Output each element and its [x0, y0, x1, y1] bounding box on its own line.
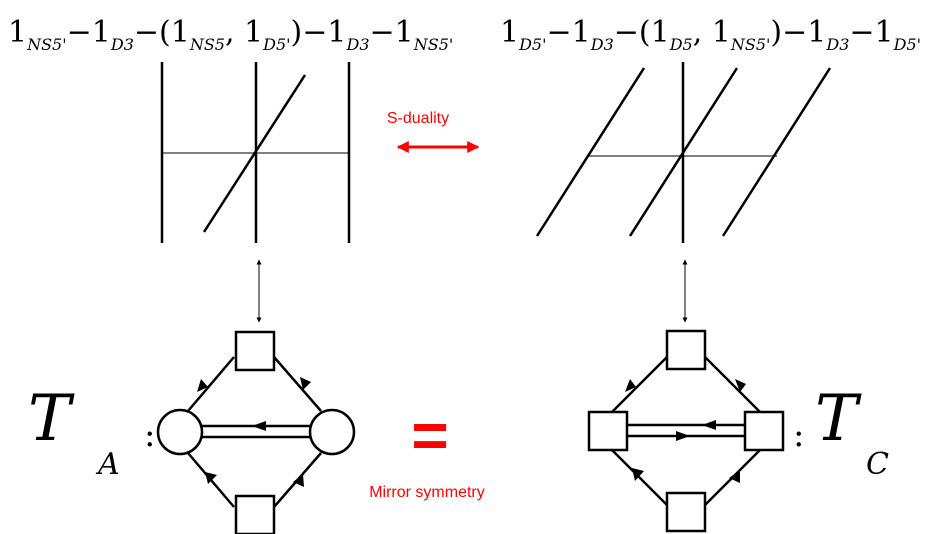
formula-number: 1	[395, 15, 414, 50]
d5-prime-brane	[202, 74, 307, 233]
theory-colon: :	[793, 415, 804, 455]
configuration-formula: 1D5'​−1D3​−(1D5​, 1NS5'​)−1D3​−1D5'​	[500, 15, 921, 54]
formula-number: 1	[572, 15, 591, 50]
formula-operator: −(	[614, 15, 651, 50]
quiver-left	[156, 330, 356, 534]
formula-number: 1	[244, 15, 263, 50]
edge-arrowhead	[205, 472, 217, 484]
edge-left-to-top	[187, 356, 235, 412]
left-brane-configuration: 1NS5'​−1D3​−(1NS5​, 1D5'​)−1D3​−1NS5'​	[8, 15, 453, 54]
formula-number: 1	[875, 15, 894, 50]
formula-number: 1	[712, 15, 731, 50]
formula-operator: −	[370, 15, 395, 50]
bifund-arrow-left	[702, 420, 716, 430]
formula-number: 1	[8, 15, 27, 50]
edge-arrowhead	[197, 379, 208, 392]
brane-subscript: NS5	[189, 35, 225, 54]
edge-arrowhead	[735, 379, 746, 392]
d5-prime-brane-left	[535, 67, 646, 237]
d5-brane-center	[628, 67, 739, 237]
brane-subscript: NS5'	[730, 35, 771, 54]
edge-arrowhead	[625, 379, 636, 392]
formula-number: 1	[651, 15, 670, 50]
brane-subscript: D5'	[893, 35, 921, 54]
brane-subscript: NS5'	[413, 35, 454, 54]
mirror-symmetry-label: Mirror symmetry	[369, 484, 485, 501]
s-duality-label: S-duality	[387, 110, 449, 127]
gauge-node-right	[743, 410, 785, 452]
gauge-node-left	[587, 410, 629, 452]
brane-subscript: D3	[110, 35, 134, 54]
brane-subscript: D5'	[518, 35, 546, 54]
brane-subscript: D3	[590, 35, 614, 54]
theory-colon: :	[144, 415, 155, 455]
brane-subscript: D5'	[262, 35, 290, 54]
right-brane-diagram	[535, 62, 832, 243]
formula-operator: )−	[770, 15, 807, 50]
edge-top-to-right	[273, 356, 322, 412]
brane-subscript: NS5'	[26, 35, 67, 54]
formula-operator: ,	[225, 15, 244, 50]
formula-operator: −	[849, 15, 874, 50]
flavor-node-bottom	[665, 491, 707, 533]
theory-label-right: : T C	[793, 382, 889, 482]
formula-number: 1	[171, 15, 190, 50]
formula-number: 1	[92, 15, 111, 50]
formula-operator: −(	[134, 15, 171, 50]
gauge-node-left	[156, 408, 204, 456]
edge-arrowhead	[300, 377, 311, 390]
theory-subscript: A	[95, 447, 120, 482]
bifund-arrow-left	[252, 421, 266, 431]
brane-subscript: D3	[825, 35, 849, 54]
flavor-node-top	[234, 330, 276, 372]
formula-operator: ,	[693, 15, 712, 50]
formula-number: 1	[327, 15, 346, 50]
edge-top-to-right	[704, 356, 761, 413]
edge-arrowhead	[293, 474, 304, 487]
gauge-node-right	[308, 408, 356, 456]
theory-subscript: C	[866, 447, 889, 482]
flavor-node-bottom	[234, 494, 276, 534]
theory-label-left: T A :	[28, 382, 155, 482]
edge-left-to-top	[611, 356, 668, 413]
formula-operator: )−	[291, 15, 328, 50]
formula-operator: −	[547, 15, 572, 50]
formula-number: 1	[500, 15, 519, 50]
configuration-formula: 1NS5'​−1D3​−(1NS5​, 1D5'​)−1D3​−1NS5'​	[8, 15, 453, 54]
formula-operator: −	[67, 15, 92, 50]
theory-symbol: T	[815, 382, 862, 456]
d5-prime-brane-right	[721, 67, 832, 237]
theory-symbol: T	[28, 382, 75, 456]
flavor-node-top	[665, 329, 707, 371]
formula-number: 1	[807, 15, 826, 50]
right-brane-configuration: 1D5'​−1D3​−(1D5​, 1NS5'​)−1D3​−1D5'​	[500, 15, 921, 54]
brane-subscript: D5	[669, 35, 693, 54]
brane-subscript: D3	[345, 35, 369, 54]
edge-arrowhead	[729, 470, 740, 483]
quiver-right	[587, 329, 785, 533]
left-brane-diagram	[160, 62, 351, 243]
equals-sign: =	[411, 399, 448, 471]
bifund-arrow-right	[676, 431, 690, 441]
edge-arrowhead	[632, 468, 644, 481]
edge-bottom-to-left	[611, 449, 668, 506]
